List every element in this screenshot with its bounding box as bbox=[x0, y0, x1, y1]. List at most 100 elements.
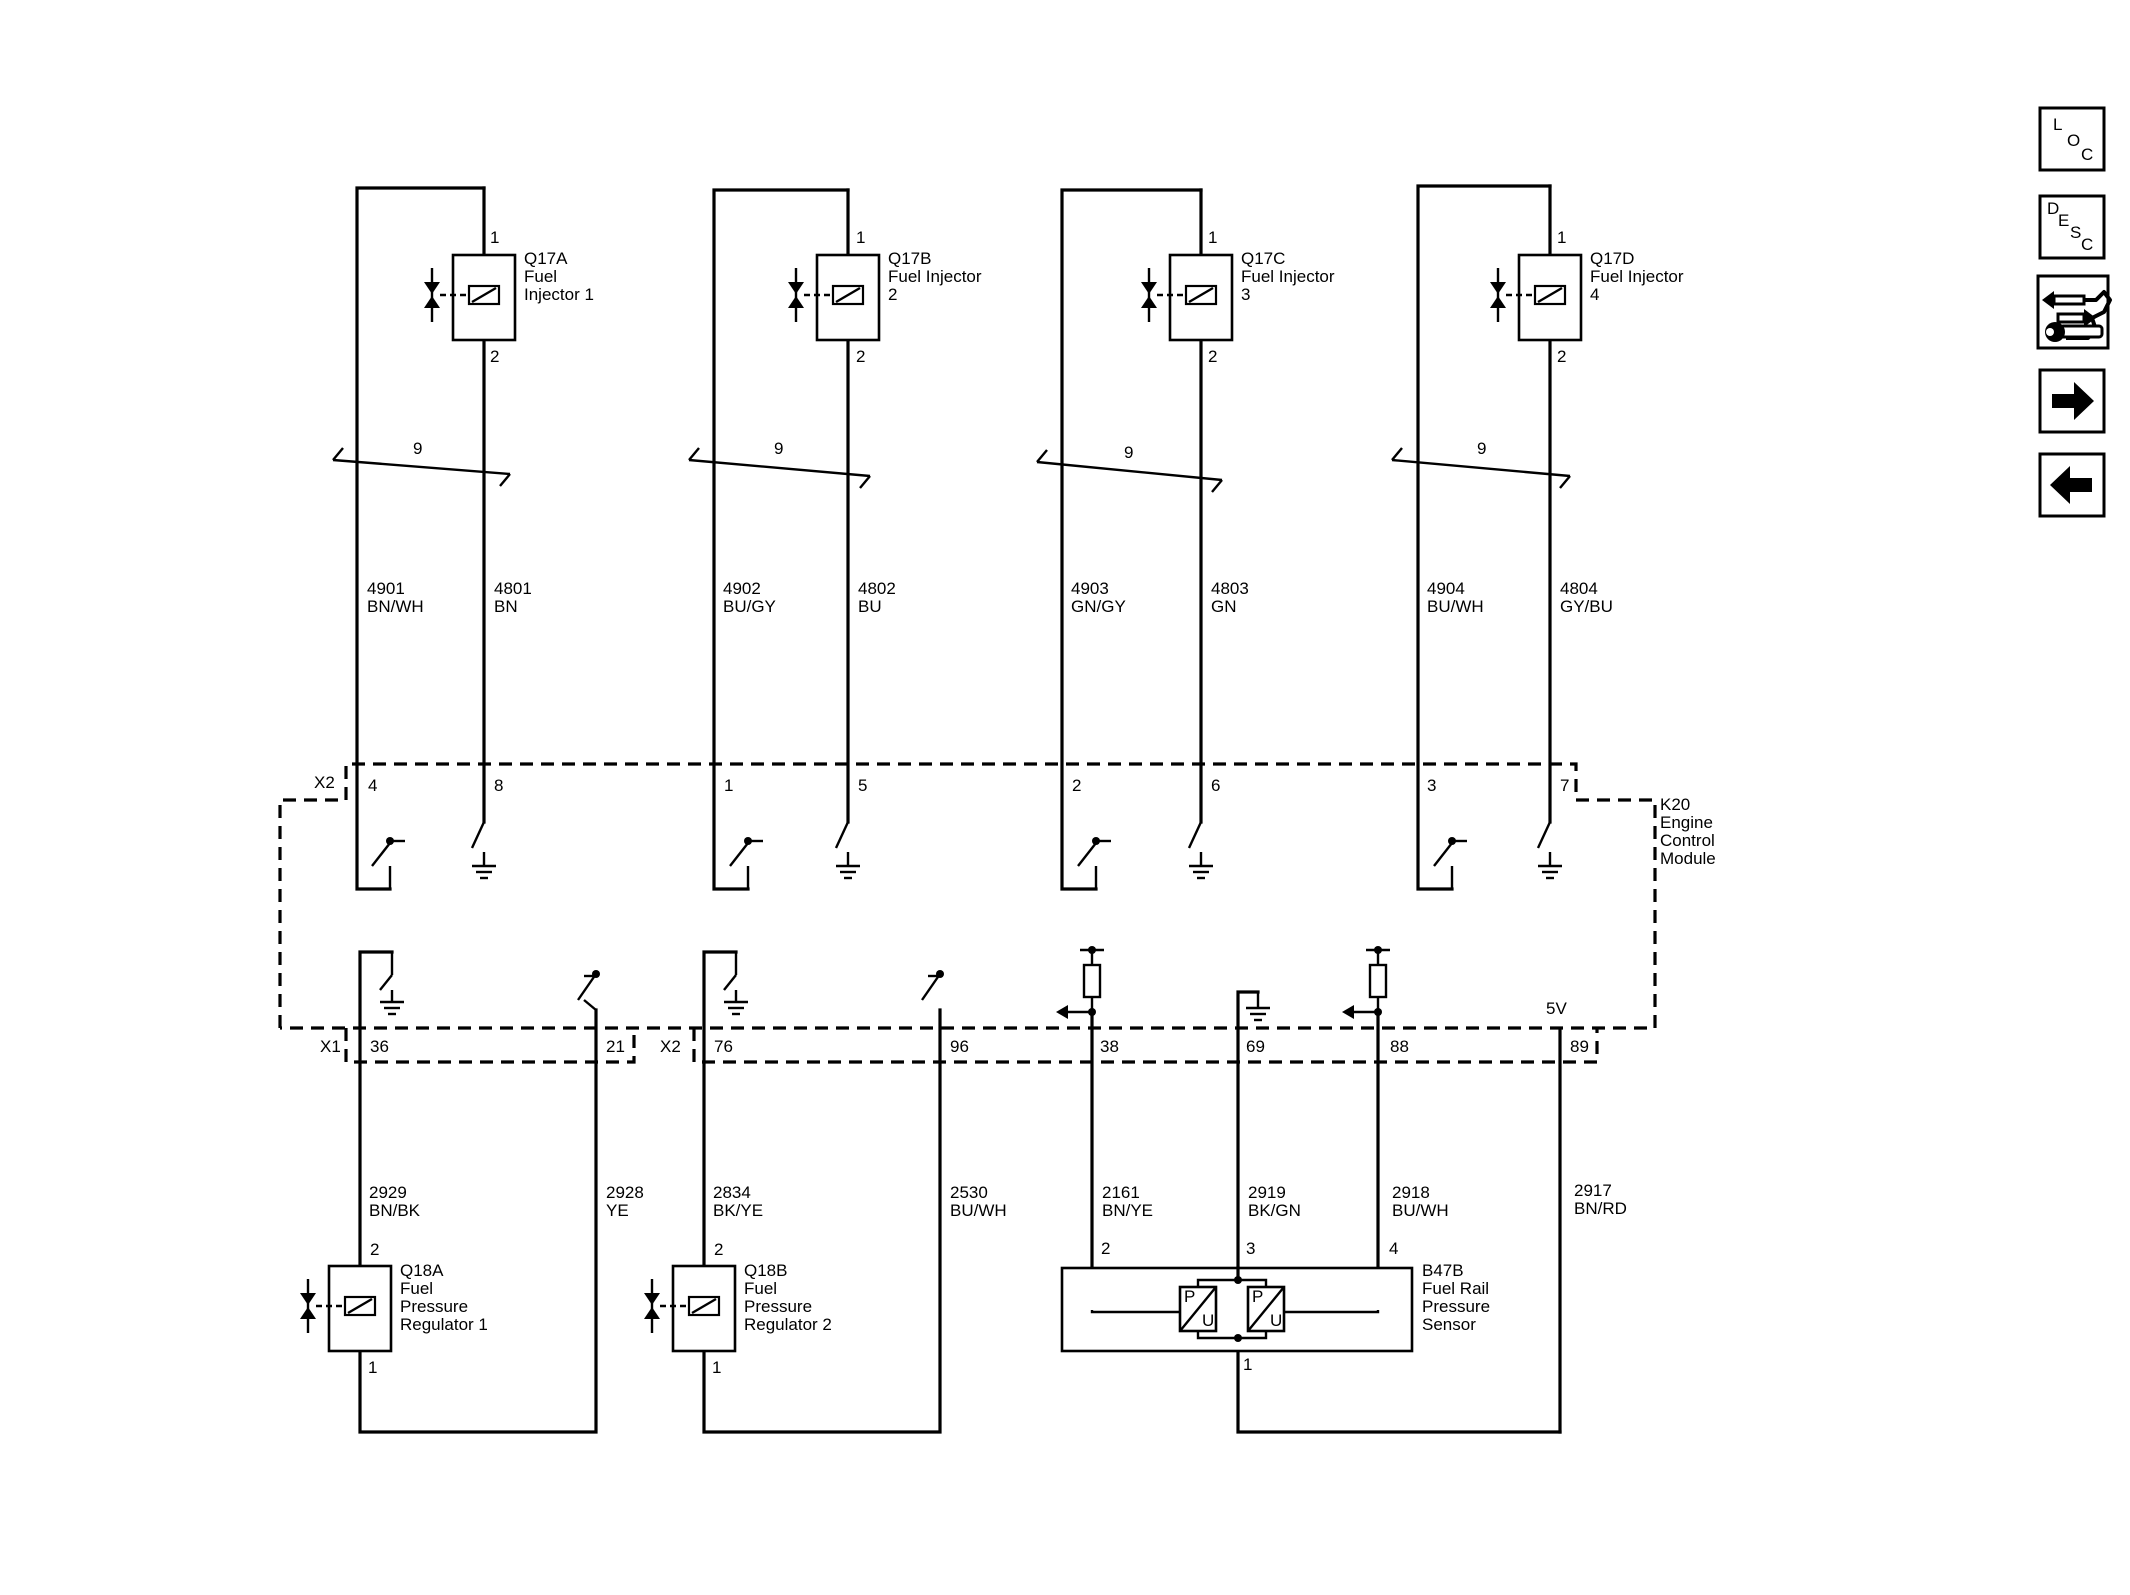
wire-2928-circuit: 2928 bbox=[606, 1183, 644, 1202]
wire-4903-circuit: 4903 bbox=[1071, 579, 1109, 598]
wire-2919-color: BK/GN bbox=[1248, 1201, 1301, 1220]
ecm-id: K20 bbox=[1660, 795, 1690, 814]
injector-q17d-pin-top: 1 bbox=[1557, 228, 1566, 247]
ecm-pin-1: 1 bbox=[724, 776, 733, 795]
ecm-pin-8: 8 bbox=[494, 776, 503, 795]
bundle-label-c: 9 bbox=[1124, 443, 1133, 462]
sensor-b47b-id: B47B bbox=[1422, 1261, 1464, 1280]
bundle-label-a: 9 bbox=[413, 439, 422, 458]
injector-q17a-id: Q17A bbox=[524, 249, 568, 268]
wire-4804-color: GY/BU bbox=[1560, 597, 1613, 616]
loc-letter-l: L bbox=[2053, 115, 2062, 134]
ecm-pin-76: 76 bbox=[714, 1037, 733, 1056]
ecm-pin-4: 4 bbox=[368, 776, 377, 795]
arrow-left-icon bbox=[2050, 466, 2092, 504]
desc-button[interactable]: D E S C bbox=[2038, 194, 2106, 260]
injector-q17b-pin-top: 1 bbox=[856, 228, 865, 247]
regulator-q18a-name-3: Regulator 1 bbox=[400, 1315, 488, 1334]
desc-letter-c: C bbox=[2081, 235, 2093, 254]
injector-q17b-pin-bottom: 2 bbox=[856, 347, 865, 366]
wire-4802-color: BU bbox=[858, 597, 882, 616]
sensor-b47b-name-3: Sensor bbox=[1422, 1315, 1476, 1334]
previous-arrow-button[interactable] bbox=[2038, 452, 2106, 518]
wire-4802-circuit: 4802 bbox=[858, 579, 896, 598]
injector-q17c-name-2: 3 bbox=[1241, 285, 1250, 304]
injector-circuit-q17a: 1 2 Q17A Fuel Injector 1 9 4901 BN/WH 48… bbox=[332, 186, 594, 891]
regulator-q18b-id: Q18B bbox=[744, 1261, 787, 1280]
wire-4901-color: BN/WH bbox=[367, 597, 424, 616]
ecm-pin-21: 21 bbox=[606, 1037, 625, 1056]
regulator-q18b-pin-top: 2 bbox=[714, 1240, 723, 1259]
wire-4904-circuit: 4904 bbox=[1427, 579, 1465, 598]
ecm-pin-36: 36 bbox=[370, 1037, 389, 1056]
regulator-q18a bbox=[327, 1264, 393, 1353]
regulator-q18b-name-3: Regulator 2 bbox=[744, 1315, 832, 1334]
sensor-circuit-b47b: P U P U 38 69 88 89 2161 BN/YE 2919 BK/G… bbox=[1056, 946, 1627, 1434]
wire-2917-circuit: 2917 bbox=[1574, 1181, 1612, 1200]
wire-4904-color: BU/WH bbox=[1427, 597, 1484, 616]
ecm-name-3: Module bbox=[1660, 849, 1716, 868]
sensor-element-1-u: U bbox=[1202, 1311, 1214, 1330]
next-arrow-button[interactable] bbox=[2038, 368, 2106, 434]
ecm-pin-89: 89 bbox=[1570, 1037, 1589, 1056]
wire-4902-color: BU/GY bbox=[723, 597, 776, 616]
loc-letter-c: C bbox=[2081, 145, 2093, 164]
ecm-pin-5: 5 bbox=[858, 776, 867, 795]
injector-q17c-id: Q17C bbox=[1241, 249, 1285, 268]
ecm-pin-96: 96 bbox=[950, 1037, 969, 1056]
injector-q17d-pin-bottom: 2 bbox=[1557, 347, 1566, 366]
injector-q17b-name-2: 2 bbox=[888, 285, 897, 304]
connector-x1: X1 bbox=[320, 1037, 341, 1056]
wire-2161-color: BN/YE bbox=[1102, 1201, 1153, 1220]
loc-letter-o: O bbox=[2067, 131, 2080, 150]
regulator-q18a-name-1: Fuel bbox=[400, 1279, 433, 1298]
nav-toolbar: L O C D E S C bbox=[2036, 106, 2112, 518]
wire-2834-color: BK/YE bbox=[713, 1201, 763, 1220]
injector-circuit-q17d: 9 1 2 Q17D Fuel Injector 4 4904 BU/WH 48… bbox=[1391, 184, 1684, 891]
ecm-pin-6: 6 bbox=[1211, 776, 1220, 795]
wire-2918-color: BU/WH bbox=[1392, 1201, 1449, 1220]
wire-2161-circuit: 2161 bbox=[1102, 1183, 1140, 1202]
injector-q17d-name-2: 4 bbox=[1590, 285, 1599, 304]
bundle-label-d: 9 bbox=[1477, 439, 1486, 458]
regulator-q18a-pin-top: 2 bbox=[370, 1240, 379, 1259]
injector-q17a-name-2: Injector 1 bbox=[524, 285, 594, 304]
loc-button[interactable]: L O C bbox=[2038, 106, 2106, 172]
sensor-b47b-name-1: Fuel Rail bbox=[1422, 1279, 1489, 1298]
diagnostic-tool-icon[interactable] bbox=[2036, 274, 2112, 350]
injector-q17b-id: Q17B bbox=[888, 249, 931, 268]
ecm-pin-88: 88 bbox=[1390, 1037, 1409, 1056]
ecm-pin-38: 38 bbox=[1100, 1037, 1119, 1056]
injector-q17a-pin-bottom: 2 bbox=[490, 347, 499, 366]
wire-2918-circuit: 2918 bbox=[1392, 1183, 1430, 1202]
sensor-pin-1: 1 bbox=[1243, 1355, 1252, 1374]
wire-4803-circuit: 4803 bbox=[1211, 579, 1249, 598]
regulator-circuit-q18b: 76 96 2834 BK/YE 2530 BU/WH 2 1 Q18B Fue… bbox=[644, 950, 1007, 1434]
regulator-q18b-pin-bottom: 1 bbox=[712, 1358, 721, 1377]
wire-4801-circuit: 4801 bbox=[494, 579, 532, 598]
injector-q17a-name-1: Fuel bbox=[524, 267, 557, 286]
injector-q17b-name-1: Fuel Injector bbox=[888, 267, 982, 286]
desc-letter-s: S bbox=[2070, 223, 2081, 242]
wire-4801-color: BN bbox=[494, 597, 518, 616]
connector-x2-bottom: X2 bbox=[660, 1037, 681, 1056]
regulator-q18a-id: Q18A bbox=[400, 1261, 444, 1280]
ecm-pin-7: 7 bbox=[1560, 776, 1569, 795]
ecm-name-2: Control bbox=[1660, 831, 1715, 850]
sensor-element-2-u: U bbox=[1270, 1311, 1282, 1330]
sensor-element-1-p: P bbox=[1184, 1287, 1195, 1306]
injector-circuit-q17b: 1 2 Q17B Fuel Injector 2 9 4902 BU/GY 48… bbox=[688, 188, 982, 891]
regulator-q18a-pin-bottom: 1 bbox=[368, 1358, 377, 1377]
wire-2919-circuit: 2919 bbox=[1248, 1183, 1286, 1202]
regulator-q18a-name-2: Pressure bbox=[400, 1297, 468, 1316]
ecm-pin-2: 2 bbox=[1072, 776, 1081, 795]
wire-2929-color: BN/BK bbox=[369, 1201, 421, 1220]
wire-4903-color: GN/GY bbox=[1071, 597, 1126, 616]
five-volt-reference: 5V bbox=[1546, 999, 1567, 1018]
desc-letter-e: E bbox=[2058, 211, 2069, 230]
ecm-k20: K20 Engine Control Module X2 X1 X2 5V bbox=[278, 762, 1716, 1064]
arrow-right-icon bbox=[2052, 382, 2094, 420]
injector-q17d-id: Q17D bbox=[1590, 249, 1634, 268]
wire-4901-circuit: 4901 bbox=[367, 579, 405, 598]
sensor-element-2-p: P bbox=[1252, 1287, 1263, 1306]
